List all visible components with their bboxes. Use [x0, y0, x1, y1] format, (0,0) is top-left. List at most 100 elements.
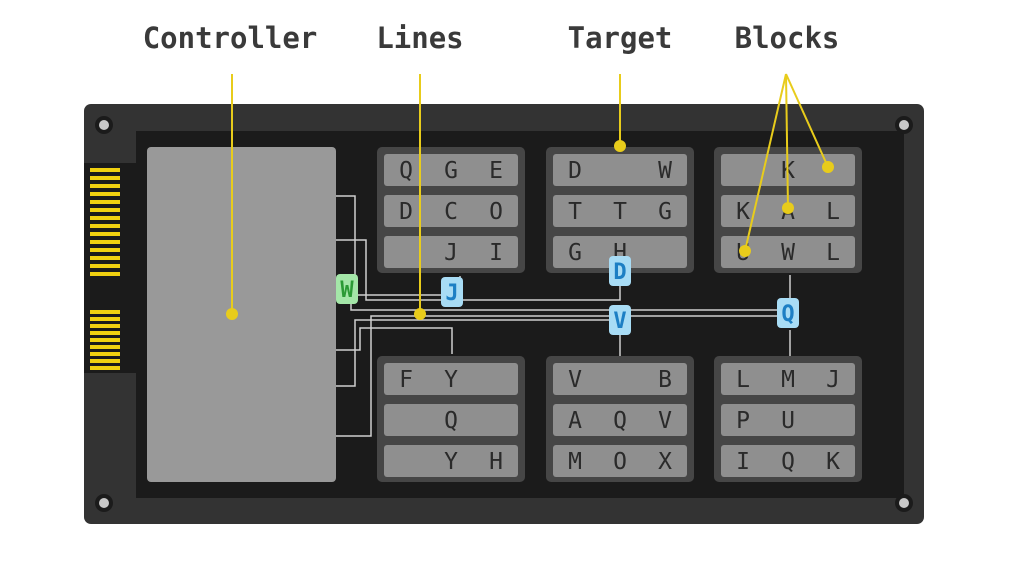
- connector-pin: [90, 310, 120, 314]
- block-cell-letter: Y: [444, 367, 458, 393]
- connector-pin: [90, 240, 120, 244]
- tag-box: [609, 305, 631, 335]
- connector-pin: [90, 176, 120, 180]
- block-cell-letter: J: [444, 240, 458, 266]
- connector-pin: [90, 272, 120, 276]
- block-cell-letter: X: [658, 449, 672, 475]
- block-row: [384, 363, 518, 395]
- label-controller: Controller: [143, 21, 318, 55]
- tag-Q: Q: [777, 298, 799, 328]
- connector-pin: [90, 317, 120, 321]
- block-cell-letter: L: [826, 240, 840, 266]
- connector-pin: [90, 264, 120, 268]
- label-blocks: Blocks: [735, 21, 840, 55]
- tag-V: V: [609, 305, 631, 335]
- tag-box: [609, 256, 631, 286]
- connector-pin: [90, 352, 120, 356]
- block-cell-letter: P: [736, 408, 750, 434]
- tag-box: [336, 274, 358, 304]
- block-row: [384, 195, 518, 227]
- tag-W: W: [336, 274, 358, 304]
- connector-pin: [90, 208, 120, 212]
- block-cell-letter: I: [736, 449, 750, 475]
- block-cell-letter: I: [489, 240, 503, 266]
- connector-pin: [90, 345, 120, 349]
- block-cell-letter: Q: [781, 449, 795, 475]
- tag-letter: V: [613, 309, 626, 334]
- block-cell-letter: Q: [613, 408, 627, 434]
- tag-box: [777, 298, 799, 328]
- block-cell-letter: D: [399, 199, 413, 225]
- block-cell-letter: K: [826, 449, 840, 475]
- block-cell-letter: G: [568, 240, 582, 266]
- tags: W J DV Q: [336, 256, 799, 335]
- controller: [147, 147, 336, 482]
- block-top-left: Q G E D C O J I: [377, 147, 525, 273]
- block-row: [384, 236, 518, 268]
- connector-pin: [90, 256, 120, 260]
- block-cell-letter: V: [568, 367, 582, 393]
- block-row: [553, 236, 687, 268]
- tag-letter: W: [340, 278, 354, 303]
- block-cell-letter: G: [444, 158, 458, 184]
- block-cell-letter: D: [568, 158, 582, 184]
- block-cell-letter: M: [781, 367, 795, 393]
- block-cell-letter: A: [568, 408, 582, 434]
- block-cell-letter: W: [781, 240, 795, 266]
- connector-pin: [90, 324, 120, 328]
- block-row: [384, 445, 518, 477]
- tag-letter: Q: [781, 302, 794, 327]
- block-row: [721, 404, 855, 436]
- block-cell-letter: F: [399, 367, 413, 393]
- connector-pin: [90, 248, 120, 252]
- connector-pin: [90, 359, 120, 363]
- block-row: [553, 154, 687, 186]
- connector-pin: [90, 338, 120, 342]
- callouts: [226, 73, 834, 320]
- block-cell-letter: Q: [399, 158, 413, 184]
- connector-pin: [90, 184, 120, 188]
- block-cell-letter: C: [444, 199, 458, 225]
- tag-D: D: [609, 256, 631, 286]
- block-row: [553, 363, 687, 395]
- block-cell-letter: K: [736, 199, 750, 225]
- screw-icon: [899, 498, 909, 508]
- screw-icon: [99, 498, 109, 508]
- block-row: [553, 445, 687, 477]
- connector-pin: [90, 200, 120, 204]
- label-target: Target: [568, 21, 673, 55]
- block-cell-letter: T: [613, 199, 627, 225]
- block-cell-letter: O: [613, 449, 627, 475]
- block-cell-letter: M: [568, 449, 582, 475]
- screw-icon: [99, 120, 109, 130]
- connector-pin: [90, 224, 120, 228]
- block-row: [553, 404, 687, 436]
- block-cell-letter: E: [489, 158, 503, 184]
- block-cell-letter: Y: [444, 449, 458, 475]
- connector-pin: [90, 192, 120, 196]
- block-cell-letter: Q: [444, 408, 458, 434]
- block-row: [384, 154, 518, 186]
- connector-pin: [90, 232, 120, 236]
- block-cell-letter: T: [568, 199, 582, 225]
- edge-connector-pins: [90, 168, 120, 370]
- block-cell-letter: W: [658, 158, 672, 184]
- block-cell-letter: B: [658, 367, 672, 393]
- connector-pin: [90, 216, 120, 220]
- connector-pin: [90, 168, 120, 172]
- block-cell-letter: O: [489, 199, 503, 225]
- block-cell-letter: G: [658, 199, 672, 225]
- tag-letter: D: [613, 260, 626, 285]
- block-row: [553, 195, 687, 227]
- block-cell-letter: U: [781, 408, 795, 434]
- label-lines: Lines: [376, 21, 463, 55]
- block-cell-letter: J: [826, 367, 840, 393]
- tag-letter: J: [445, 281, 458, 306]
- tag-J: J: [441, 277, 463, 307]
- tag-box: [441, 277, 463, 307]
